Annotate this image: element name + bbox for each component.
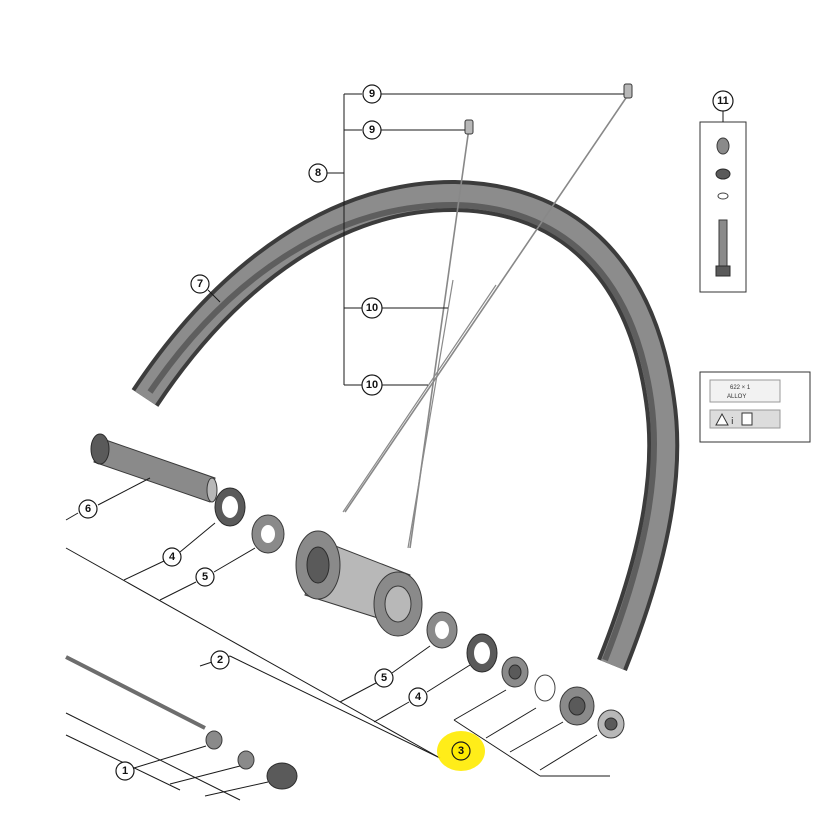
leader-lines xyxy=(65,93,724,801)
callout-3[interactable]: 3 xyxy=(451,741,471,761)
bearing-left-5 xyxy=(251,514,285,554)
svg-text:1: 1 xyxy=(122,765,128,777)
rim xyxy=(131,179,680,671)
spacer-right-4 xyxy=(466,633,498,673)
svg-text:5: 5 xyxy=(381,672,387,684)
callout-11[interactable]: 11 xyxy=(712,90,734,112)
svg-text:7: 7 xyxy=(197,278,203,290)
callout-7[interactable]: 7 xyxy=(190,274,210,294)
end-cap-parts-3 xyxy=(501,656,625,739)
svg-text:4: 4 xyxy=(169,551,176,563)
svg-text:9: 9 xyxy=(369,124,375,136)
hub-axle xyxy=(90,433,218,503)
svg-text:6: 6 xyxy=(85,503,91,515)
svg-text:5: 5 xyxy=(202,571,208,583)
svg-text:9: 9 xyxy=(369,88,375,100)
book-icon xyxy=(741,412,753,426)
callout-4-lower[interactable]: 4 xyxy=(408,687,428,707)
callout-9-top[interactable]: 9 xyxy=(362,84,382,104)
label-line-1: 622 × 1 xyxy=(730,385,751,391)
svg-text:10: 10 xyxy=(366,379,378,391)
callout-10-upper[interactable]: 10 xyxy=(361,297,383,319)
svg-text:8: 8 xyxy=(315,167,321,179)
svg-text:4: 4 xyxy=(415,691,422,703)
callout-10-lower[interactable]: 10 xyxy=(361,374,383,396)
spokes xyxy=(342,91,631,549)
spacer-left-4 xyxy=(214,487,246,527)
svg-text:10: 10 xyxy=(366,302,378,314)
svg-text:11: 11 xyxy=(717,95,729,107)
callout-2[interactable]: 2 xyxy=(210,650,230,670)
info-icon: i xyxy=(731,417,734,427)
quick-release-skewer xyxy=(65,655,298,790)
warning-icon xyxy=(715,412,729,426)
spoke-nipples xyxy=(464,83,633,135)
hub-shell xyxy=(295,530,423,637)
valve-parts-panel xyxy=(699,121,747,293)
bearing-right-5 xyxy=(426,611,458,649)
callout-4-upper[interactable]: 4 xyxy=(162,547,182,567)
callout-1[interactable]: 1 xyxy=(115,761,135,781)
callout-9-second[interactable]: 9 xyxy=(362,120,382,140)
callout-8[interactable]: 8 xyxy=(308,163,328,183)
svg-text:2: 2 xyxy=(217,654,223,666)
callout-6[interactable]: 6 xyxy=(78,499,98,519)
rim-label-panel: 622 × 1 ALLOY i xyxy=(699,371,811,443)
callout-5-lower[interactable]: 5 xyxy=(374,668,394,688)
callout-5-upper[interactable]: 5 xyxy=(195,567,215,587)
label-line-2: ALLOY xyxy=(727,394,746,400)
svg-text:3: 3 xyxy=(458,745,464,757)
